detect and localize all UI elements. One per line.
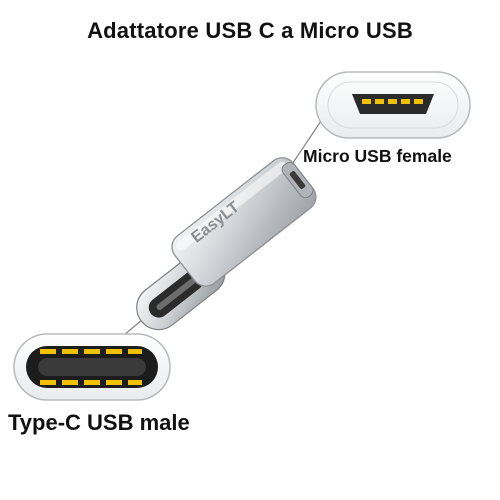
adapter-body: EasyLT: [136, 157, 317, 331]
page-title: Adattatore USB C a Micro USB: [87, 18, 413, 43]
micro-usb-female-label: Micro USB female: [303, 146, 452, 166]
micro-usb-callout: [315, 71, 471, 139]
type-c-male-label: Type-C USB male: [8, 410, 190, 435]
type-c-callout: [13, 333, 171, 401]
